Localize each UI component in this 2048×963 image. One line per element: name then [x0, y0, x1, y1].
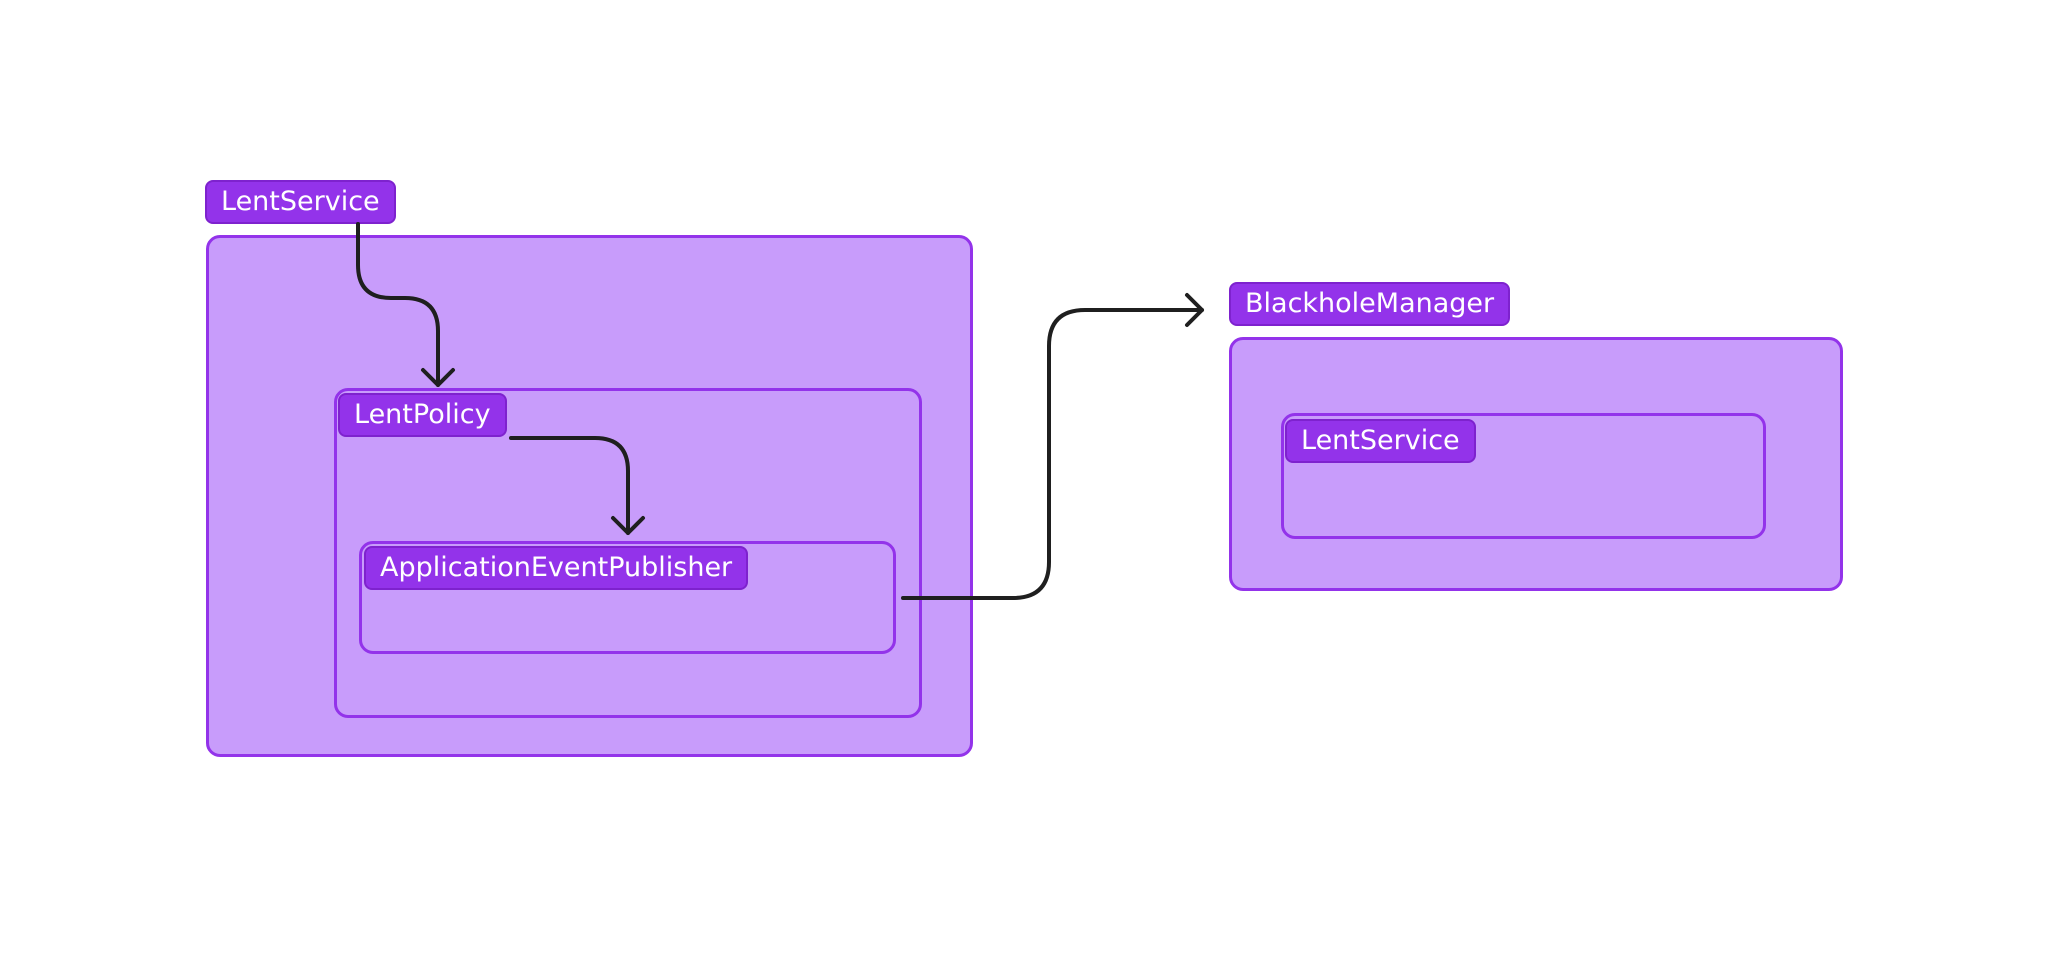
applicationeventpublisher-container — [359, 541, 896, 654]
inner-lentservice-container — [1281, 413, 1766, 539]
lentservice-label: LentService — [205, 180, 396, 224]
applicationeventpublisher-label: ApplicationEventPublisher — [364, 546, 749, 590]
blackholemanager-label: BlackholeManager — [1229, 282, 1511, 326]
blackholemanager-container — [1229, 337, 1843, 591]
inner-lentservice-label: LentService — [1285, 419, 1476, 463]
lentpolicy-label: LentPolicy — [338, 393, 507, 437]
